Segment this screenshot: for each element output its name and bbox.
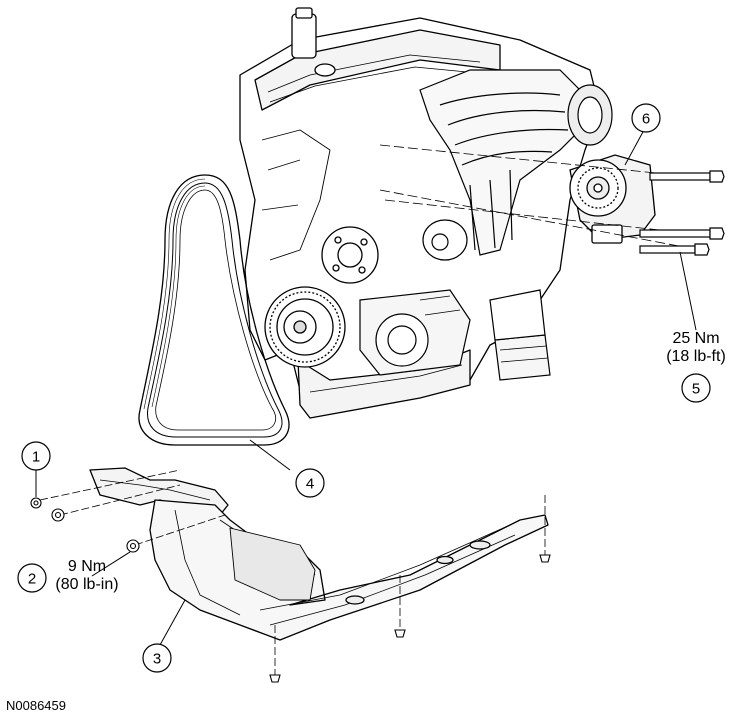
torque-label-5: 25 Nm (18 lb-ft) [660, 330, 732, 366]
callout-6-number: 6 [642, 111, 650, 128]
water-pump-pulley [321, 226, 379, 284]
callout-5-number: 5 [692, 381, 700, 398]
callout-4-number: 4 [306, 476, 314, 493]
torque-nm-5: 25 Nm [672, 330, 720, 347]
torque-imperial-2: (80 lb-in) [55, 576, 119, 593]
leader-lines [35, 129, 697, 646]
alternator [422, 219, 468, 261]
oil-filter [489, 289, 551, 381]
belt-tensioner [569, 154, 656, 244]
callout-6: 6 [631, 103, 661, 133]
callout-3-number: 3 [153, 651, 161, 668]
crankshaft-pulley [264, 286, 346, 368]
tensioner-bolts [379, 144, 725, 256]
callout-4: 4 [295, 468, 325, 498]
callout-2: 2 [17, 563, 47, 593]
figure-id: N0086459 [6, 698, 66, 713]
shield-fasteners [30, 469, 551, 683]
callout-1: 1 [21, 441, 51, 471]
torque-label-2: 9 Nm (80 lb-in) [52, 558, 122, 594]
callout-3: 3 [142, 643, 172, 673]
intake-manifold [419, 69, 613, 256]
ac-compressor [359, 289, 471, 376]
callout-2-number: 2 [28, 571, 36, 588]
splash-shield [89, 467, 549, 641]
callout-1-number: 1 [32, 449, 40, 466]
torque-imperial-5: (18 lb-ft) [666, 348, 726, 365]
torque-nm-2: 9 Nm [67, 558, 107, 575]
accessory-drive-belt [138, 174, 290, 446]
callout-5: 5 [681, 373, 711, 403]
